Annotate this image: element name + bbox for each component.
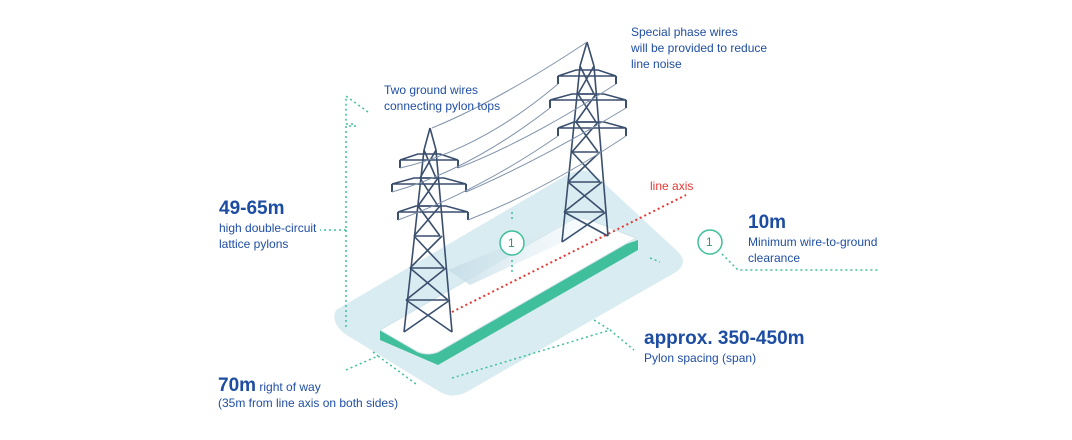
line-axis	[451, 194, 687, 313]
clearance-value: 10m	[748, 212, 787, 233]
clearance-marker-left-ring	[499, 230, 525, 256]
pylon-height-value: 49-65m	[219, 198, 285, 219]
clearance-line1: Minimum wire-to-ground	[748, 235, 878, 249]
clearance-marker-left-number: 1	[508, 236, 515, 250]
wire-shadow	[448, 215, 600, 285]
clearance-marker-right-ring	[697, 229, 723, 255]
line-axis-label: line axis	[650, 179, 694, 193]
span-block: approx. 350-450m Pylon spacing (span)	[644, 328, 805, 366]
phase-wires-label: Special phase wires will be provided to …	[631, 25, 768, 71]
callout-lines	[320, 94, 880, 385]
clearance-line2: clearance	[748, 251, 801, 265]
pylon-right	[549, 41, 627, 243]
row-desc: (35m from line axis on both sides)	[218, 396, 399, 410]
pylon-type-line1: high double-circuit	[219, 221, 317, 235]
phase-wires	[391, 41, 627, 221]
span-platform-top	[380, 218, 636, 354]
clearance-marker-right-number: 1	[706, 235, 713, 249]
ground-wires-label: Two ground wires connecting pylon tops	[384, 83, 501, 113]
row-value: 70m	[218, 375, 257, 396]
pylon-height-block: 49-65m high double-circuit lattice pylon…	[219, 198, 316, 252]
span-value: approx. 350-450m	[644, 328, 805, 349]
pylon-left	[391, 127, 469, 333]
pylon-type-line2: lattice pylons	[219, 237, 289, 251]
clearance-block: 10m Minimum wire-to-ground clearance	[748, 212, 877, 266]
row-suffix: right of way	[259, 380, 321, 394]
span-desc: Pylon spacing (span)	[644, 351, 757, 365]
right-of-way-block: 70m right of way (35m from line axis on …	[218, 375, 399, 411]
